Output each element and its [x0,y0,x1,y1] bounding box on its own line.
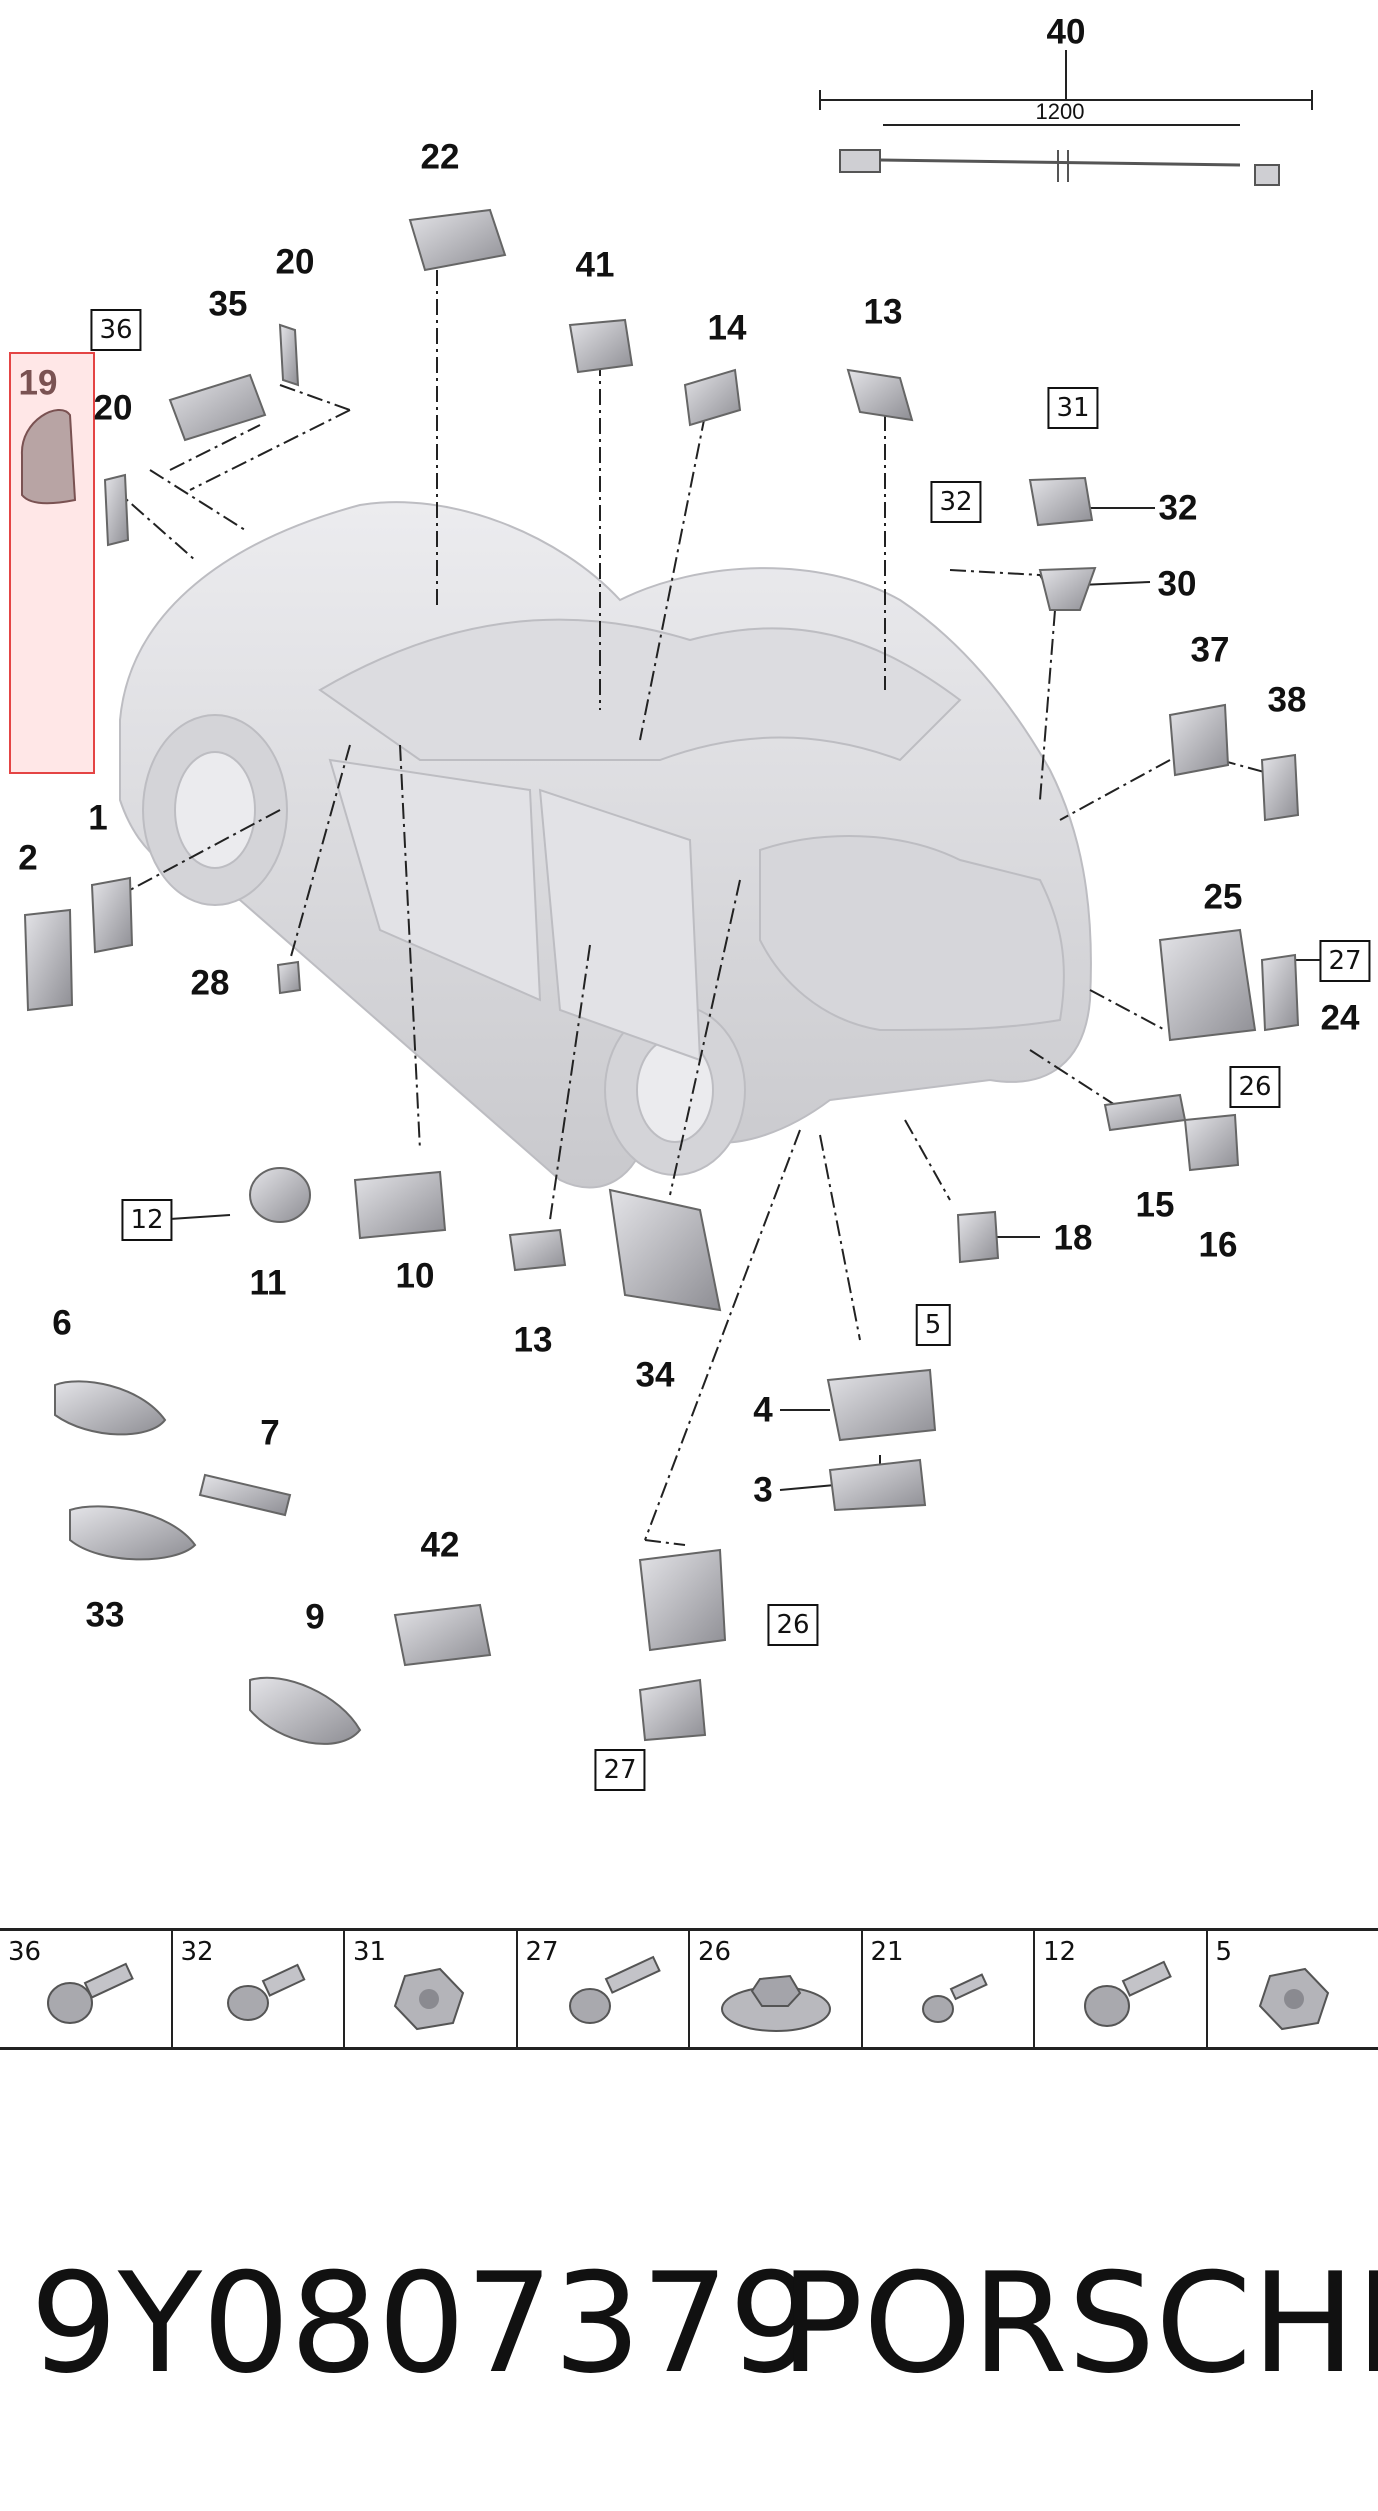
bolt-flange-icon [1084,1960,1172,2027]
hardware-number: 5 [1215,1937,1233,1967]
spring-nut-icon [721,1974,831,2032]
hardware-cell: 36 [0,1931,173,2047]
label-18: 18 [1053,1218,1093,1258]
label-10: 10 [395,1256,435,1296]
hardware-cell: 31 [345,1931,518,2047]
bolt-washer-icon [568,1955,661,2024]
label-13-lower: 13 [513,1320,553,1360]
socket-bolt-icon [226,1963,306,2021]
bolt-flange-icon [47,1962,134,2024]
label-13: 13 [863,292,903,332]
part-number: 9Y0807379 [30,2243,817,2404]
label-19: 19 [18,363,58,403]
boxed-label-27: 27 [1319,940,1371,982]
boxed-label-32: 32 [930,481,982,523]
label-33: 33 [85,1595,125,1635]
hardware-number: 27 [525,1937,559,1967]
hardware-strip: 36 32 31 27 26 21 12 5 [0,1928,1378,2050]
boxed-label-27-lower: 27 [594,1749,646,1791]
hardware-number: 31 [353,1937,387,1967]
label-34: 34 [635,1355,675,1395]
boxed-label-26: 26 [1229,1066,1281,1108]
label-41: 41 [575,245,615,285]
label-40: 40 [1046,12,1086,52]
label-9: 9 [305,1597,325,1637]
boxed-label-36: 36 [90,309,142,351]
label-pointers [154,50,1320,1491]
parts [20,208,1300,1745]
vehicle-body [119,501,1092,1189]
label-3: 3 [753,1470,773,1510]
hardware-number: 12 [1043,1937,1077,1967]
exploded-diagram [20,50,1320,1745]
label-4: 4 [753,1390,773,1430]
leader-lines [109,270,1276,1546]
label-14: 14 [707,308,747,348]
label-11: 11 [249,1263,287,1303]
label-29: 32 [1158,488,1198,528]
label-7: 7 [260,1413,280,1453]
label-42: 42 [420,1525,460,1565]
boxed-label-26-lower: 26 [767,1604,819,1646]
label-24: 24 [1320,998,1360,1038]
label-22: 22 [420,137,460,177]
hardware-cell: 32 [173,1931,345,2047]
label-35: 35 [208,284,248,324]
label-28: 28 [190,963,230,1003]
cable-40 [839,149,1280,186]
label-20-top: 20 [275,242,315,282]
cable-dimension: 1200 [1035,99,1085,124]
brand-name: PORSCHE [780,2243,1378,2404]
hardware-cell: 12 [1035,1931,1208,2047]
hardware-number: 32 [180,1937,214,1967]
boxed-label-5: 5 [915,1304,951,1346]
hardware-cell: 21 [863,1931,1035,2047]
boxed-label-31: 31 [1047,387,1099,429]
hardware-cell: 27 [518,1931,690,2047]
boxed-label-12: 12 [121,1199,173,1241]
hardware-number: 21 [870,1937,904,1967]
flange-nut-icon [1258,1967,1329,2031]
label-16: 16 [1198,1225,1238,1265]
label-2: 2 [18,838,38,878]
label-38: 38 [1267,680,1307,720]
hardware-number: 26 [698,1937,732,1967]
hardware-cell: 26 [690,1931,863,2047]
label-37: 37 [1190,630,1230,670]
flange-nut-icon [393,1967,465,2031]
label-15: 15 [1135,1185,1175,1225]
hardware-number: 36 [8,1937,42,1967]
label-20-left: 20 [93,388,133,428]
label-6: 6 [52,1303,72,1343]
label-1: 1 [88,798,108,838]
label-30: 30 [1157,564,1197,604]
label-25: 25 [1203,877,1243,917]
hardware-cell: 5 [1208,1931,1378,2047]
small-screw-icon [921,1973,988,2023]
